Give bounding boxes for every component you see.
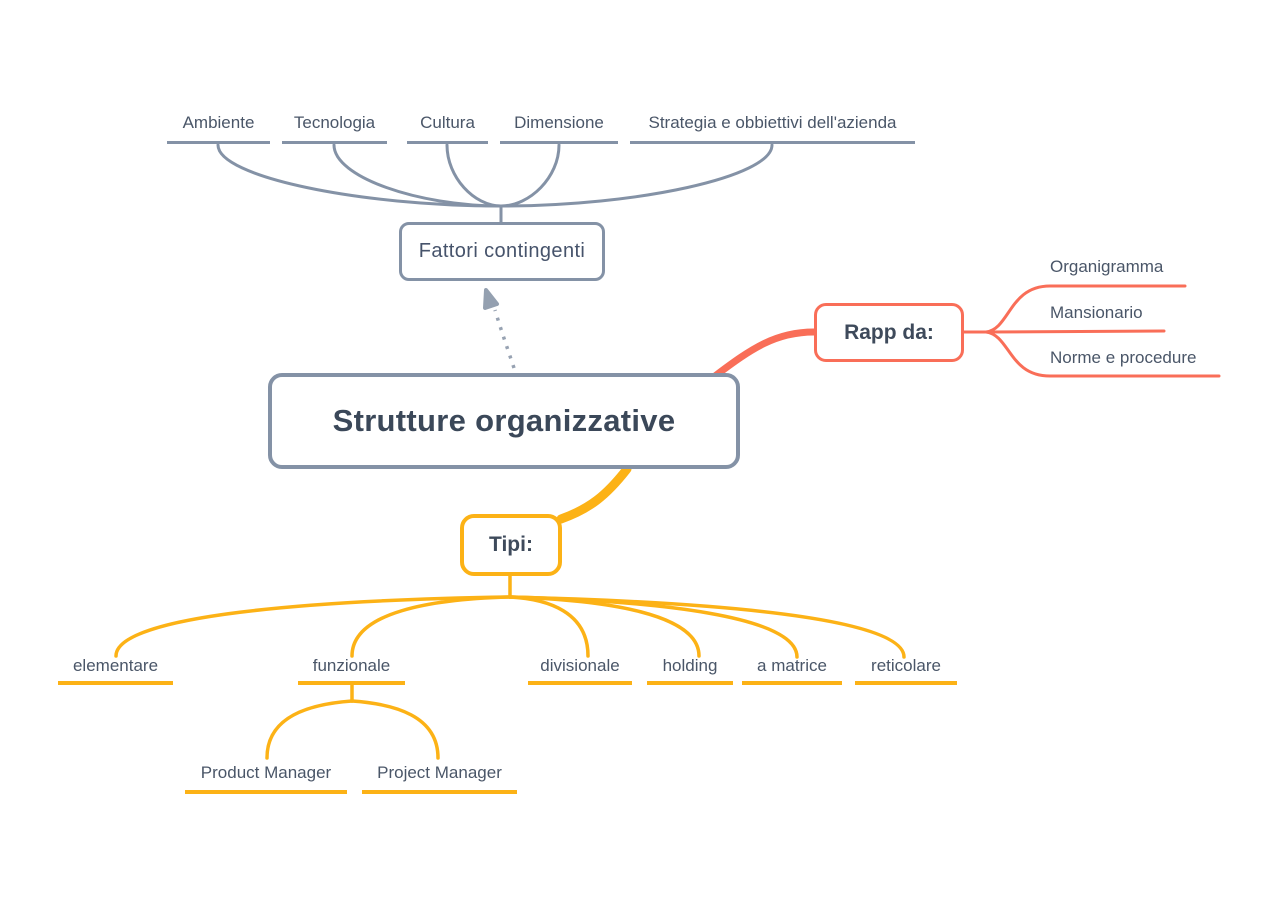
node-funzionale[interactable]: funzionale [298,656,405,685]
node-a-matrice[interactable]: a matrice [742,656,842,685]
node-ambiente[interactable]: Ambiente [167,113,270,144]
node-strategia-obbiettivi[interactable]: Strategia e obbiettivi dell'azienda [630,113,915,144]
node-rapp-da[interactable]: Rapp da: [814,303,964,362]
node-elementare[interactable]: elementare [58,656,173,685]
node-divisionale[interactable]: divisionale [528,656,632,685]
node-organigramma[interactable]: Organigramma [1050,257,1164,276]
node-tecnologia[interactable]: Tecnologia [282,113,387,144]
node-mansionario[interactable]: Mansionario [1050,303,1143,322]
node-dimensione[interactable]: Dimensione [500,113,618,144]
node-holding[interactable]: holding [647,656,733,685]
node-tipi[interactable]: Tipi: [460,514,562,576]
node-strutture-organizzative[interactable]: Strutture organizzative [268,373,740,469]
node-project-manager[interactable]: Project Manager [362,763,517,794]
node-product-manager[interactable]: Product Manager [185,763,347,794]
dashed-arrow [483,288,516,369]
node-reticolare[interactable]: reticolare [855,656,957,685]
node-cultura[interactable]: Cultura [407,113,488,144]
node-fattori-contingenti[interactable]: Fattori contingenti [399,222,605,281]
node-norme-e-procedure[interactable]: Norme e procedure [1050,348,1197,367]
